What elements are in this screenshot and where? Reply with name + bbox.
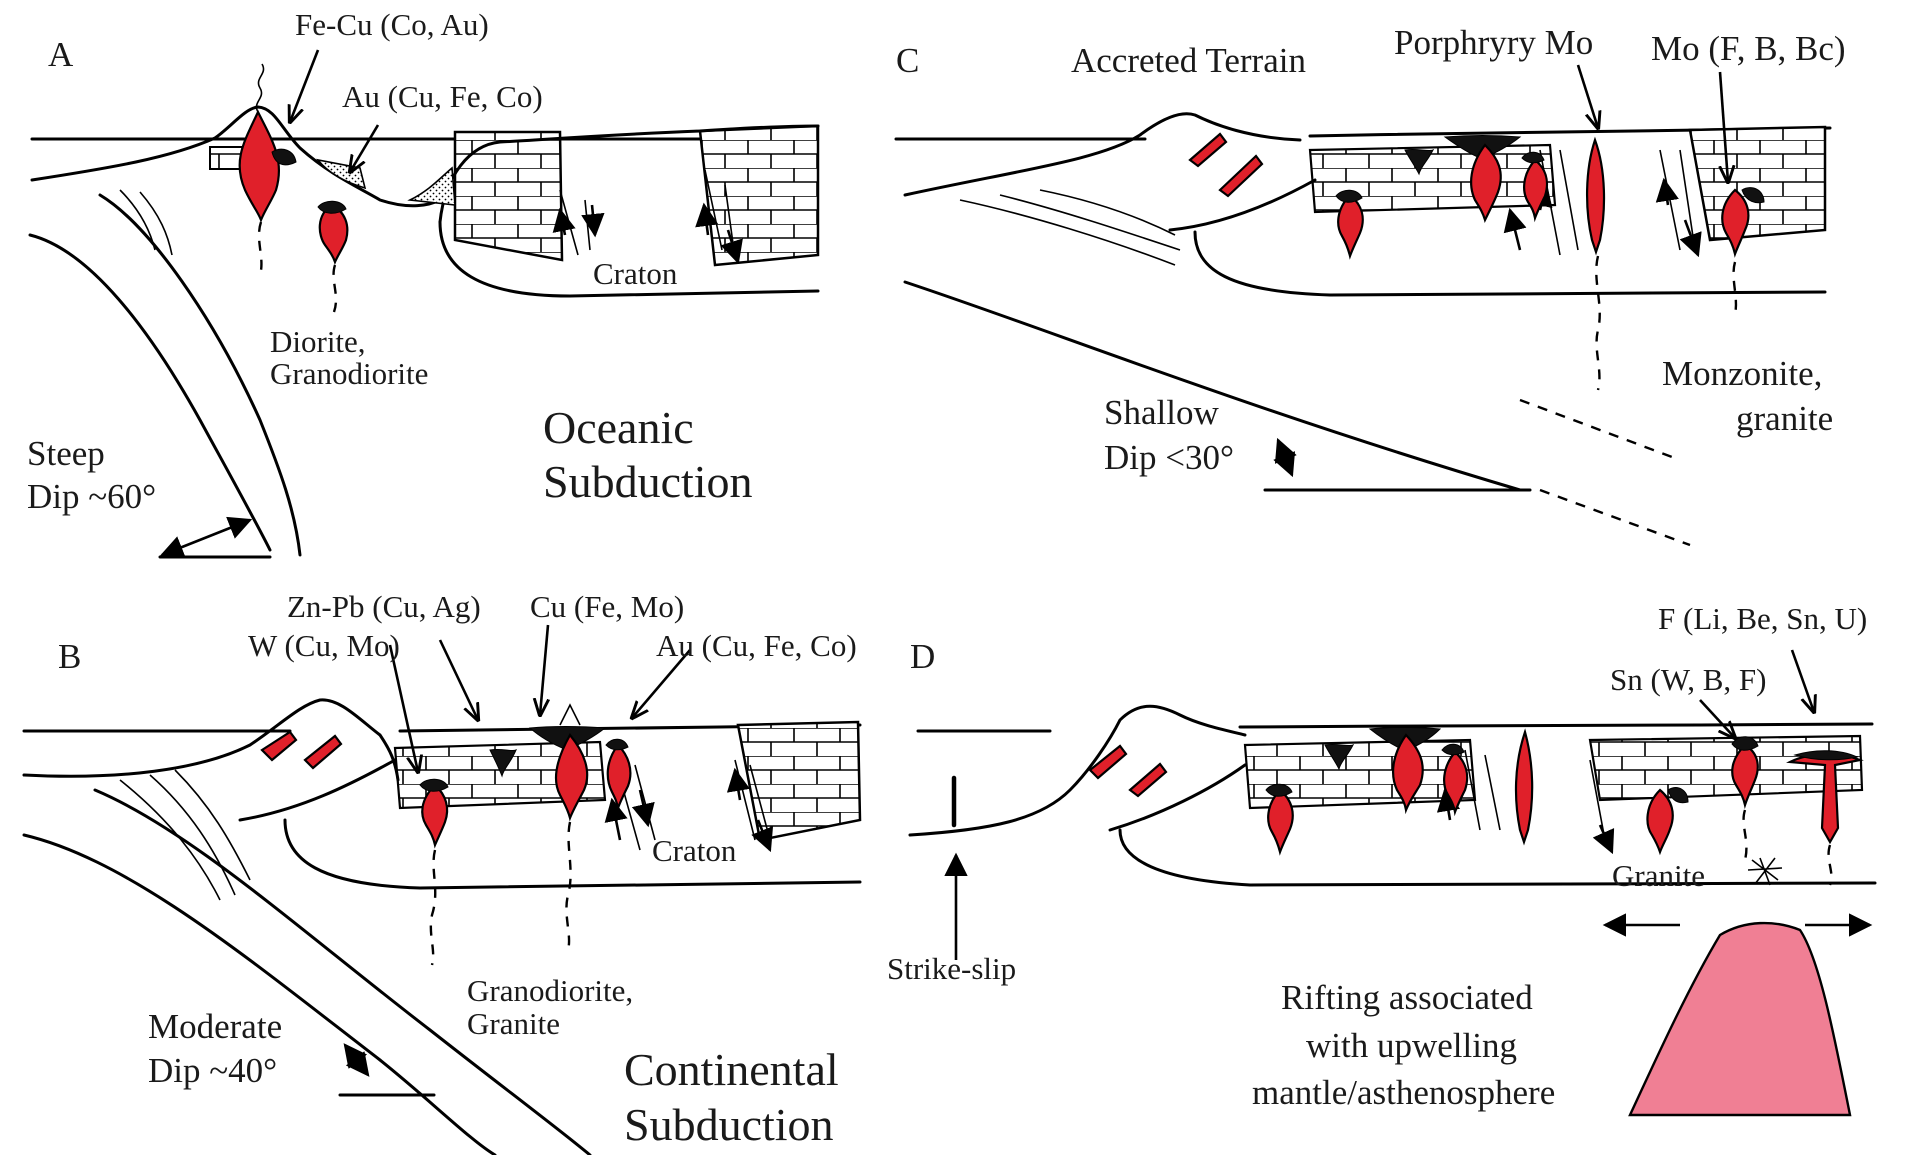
panel-b-w-label: W (Cu, Mo) <box>248 628 400 663</box>
panel-b-rock-label-1: Granodiorite, <box>467 973 633 1008</box>
panel-b-au-label: Au (Cu, Fe, Co) <box>656 628 857 663</box>
panel-b: B <box>22 589 862 1155</box>
panel-d: D <box>887 601 1877 1117</box>
panel-b-dip-label-1: Moderate <box>148 1007 282 1046</box>
panel-b-letter: B <box>58 637 81 676</box>
panel-d-f-label: F (Li, Be, Sn, U) <box>1658 601 1867 636</box>
panel-b-craton-label: Craton <box>652 833 737 868</box>
panel-c-crust <box>894 112 1832 547</box>
panel-a-rock-label-2: Granodiorite <box>270 356 428 391</box>
panel-a-dip-label-1: Steep <box>27 434 105 473</box>
panel-c-mo-porphyry <box>1585 136 1606 256</box>
panel-c-porphyry-intrusion <box>1470 143 1502 224</box>
panel-a-brick-right <box>698 124 820 267</box>
panel-b-title-2: Subduction <box>624 1099 834 1150</box>
panel-a-au-label: Au (Cu, Fe, Co) <box>342 79 543 114</box>
panel-a-letter: A <box>48 35 74 74</box>
panel-b-cu-intrusion <box>554 733 589 822</box>
panel-d-rift-label-1: Rifting associated <box>1281 978 1533 1017</box>
panel-b-dip-label-2: Dip ~40° <box>148 1051 277 1090</box>
panel-d-sn-label: Sn (W, B, F) <box>1610 662 1766 697</box>
panel-c-rock-label-2: granite <box>1736 399 1833 438</box>
panel-c-intrusions <box>1188 132 1765 391</box>
panel-c-letter: C <box>896 41 919 80</box>
panel-d-callouts <box>1699 649 1814 738</box>
panel-c-accreted-label: Accreted Terrain <box>1071 41 1306 80</box>
panel-d-crust <box>908 704 1877 1117</box>
panel-a-dip-label-2: Dip ~60° <box>27 477 156 516</box>
panel-d-intrusions <box>1088 727 1864 886</box>
panel-a-callouts <box>158 49 380 559</box>
panel-a-rock-label-1: Diorite, <box>270 324 366 359</box>
panel-c-brick-right <box>1688 125 1827 242</box>
panel-b-rock-label-2: Granite <box>467 1006 560 1041</box>
panel-b-zn-pb-label: Zn-Pb (Cu, Ag) <box>287 589 481 624</box>
panel-b-intrusions <box>260 703 632 966</box>
panel-c-porphyry-label: Porphryry Mo <box>1394 23 1593 62</box>
panel-c-callouts <box>1273 64 1728 478</box>
panel-a-fe-cu-label: Fe-Cu (Co, Au) <box>295 7 489 42</box>
panel-a-brick-left <box>453 130 564 262</box>
panel-a-deep-intrusion <box>318 203 349 266</box>
panel-a-crust <box>28 105 820 557</box>
panel-b-brick-right <box>736 720 862 842</box>
panel-d-letter: D <box>910 637 935 676</box>
panel-c-dip-label-1: Shallow <box>1104 393 1219 432</box>
panel-a: A <box>27 7 820 559</box>
panel-c-rock-label-1: Monzonite, <box>1662 354 1822 393</box>
panel-b-cu-label: Cu (Fe, Mo) <box>530 589 684 624</box>
panel-a-title-2: Subduction <box>543 456 753 507</box>
panel-c-mo-label: Mo (F, B, Bc) <box>1651 29 1846 68</box>
panel-a-craton-label: Craton <box>593 256 678 291</box>
panel-b-callouts <box>338 624 691 1097</box>
panel-d-strike-slip-label: Strike-slip <box>887 951 1016 986</box>
panel-b-title-1: Continental <box>624 1044 839 1095</box>
panel-c: C <box>894 23 1846 547</box>
panel-d-rift-label-3: mantle/asthenosphere <box>1252 1073 1555 1112</box>
panel-a-volcano-intrusion <box>238 109 281 224</box>
panel-a-intrusions <box>238 63 349 313</box>
panel-d-rift-label-2: with upwelling <box>1306 1026 1517 1065</box>
panel-c-dip-label-2: Dip <30° <box>1104 438 1234 477</box>
panel-a-title-1: Oceanic <box>543 402 694 453</box>
panel-d-granite-label: Granite <box>1612 858 1705 893</box>
asthenosphere-plume <box>1628 921 1852 1117</box>
panel-d-brick-right <box>1588 734 1864 802</box>
